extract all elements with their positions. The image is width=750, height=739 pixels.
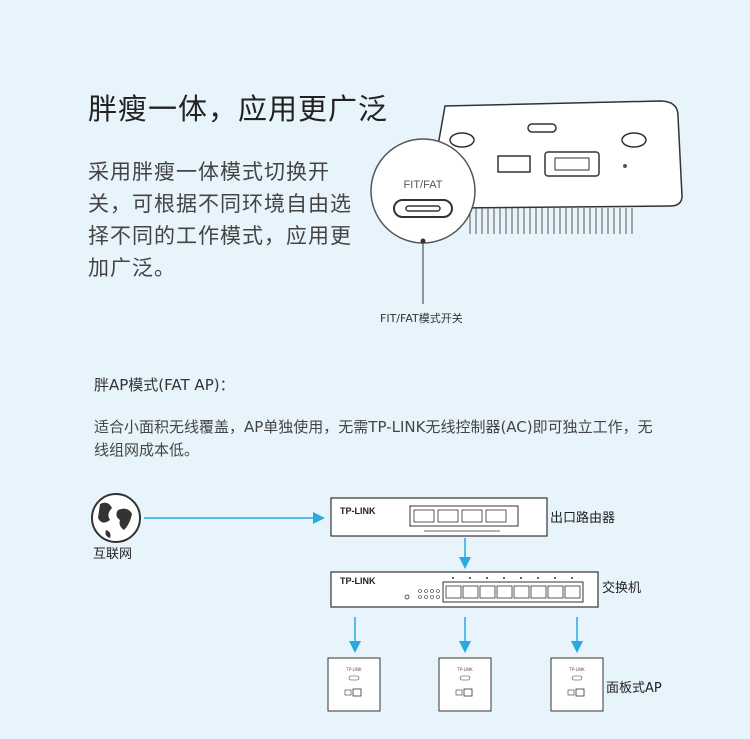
- svg-text:TP-LINK: TP-LINK: [568, 667, 585, 672]
- panel-ap-device-illustration: FIT/FAT: [370, 100, 683, 304]
- internet-label: 互联网: [93, 547, 132, 562]
- switch-caption: FIT/FAT模式开关: [380, 312, 463, 325]
- fat-ap-heading: 胖AP模式(FAT AP)：: [94, 376, 235, 394]
- router-brand: TP-LINK: [340, 506, 376, 516]
- switch-device: TP-LINK: [330, 571, 599, 608]
- svg-text:TP-LINK: TP-LINK: [456, 667, 473, 672]
- panel-ap-1: TP-LINK: [327, 657, 381, 712]
- svg-text:TP-LINK: TP-LINK: [345, 667, 362, 672]
- page-title: 胖瘦一体，应用更广泛: [88, 92, 389, 126]
- panel-ap-3: TP-LINK: [550, 657, 604, 712]
- feature-description: 采用胖瘦一体模式切换开关，可根据不同环境自由选择不同的工作模式，应用更加广泛。: [88, 160, 352, 280]
- router-label: 出口路由器: [550, 510, 615, 526]
- panel-ap-2: TP-LINK: [438, 657, 492, 712]
- network-diagram: 互联网 TP-LINK 出口路由器 TP-LINK: [91, 493, 662, 712]
- fat-ap-description: 适合小面积无线覆盖，AP单独使用，无需TP-LINK无线控制器(AC)即可独立工…: [94, 418, 653, 459]
- ap-label: 面板式AP: [606, 681, 662, 696]
- internet-globe-icon: [91, 493, 141, 543]
- router-device: TP-LINK: [330, 497, 548, 537]
- switch-brand: TP-LINK: [340, 576, 376, 586]
- switch-label: 交换机: [602, 580, 641, 596]
- fit-fat-switch-label: FIT/FAT: [404, 179, 443, 191]
